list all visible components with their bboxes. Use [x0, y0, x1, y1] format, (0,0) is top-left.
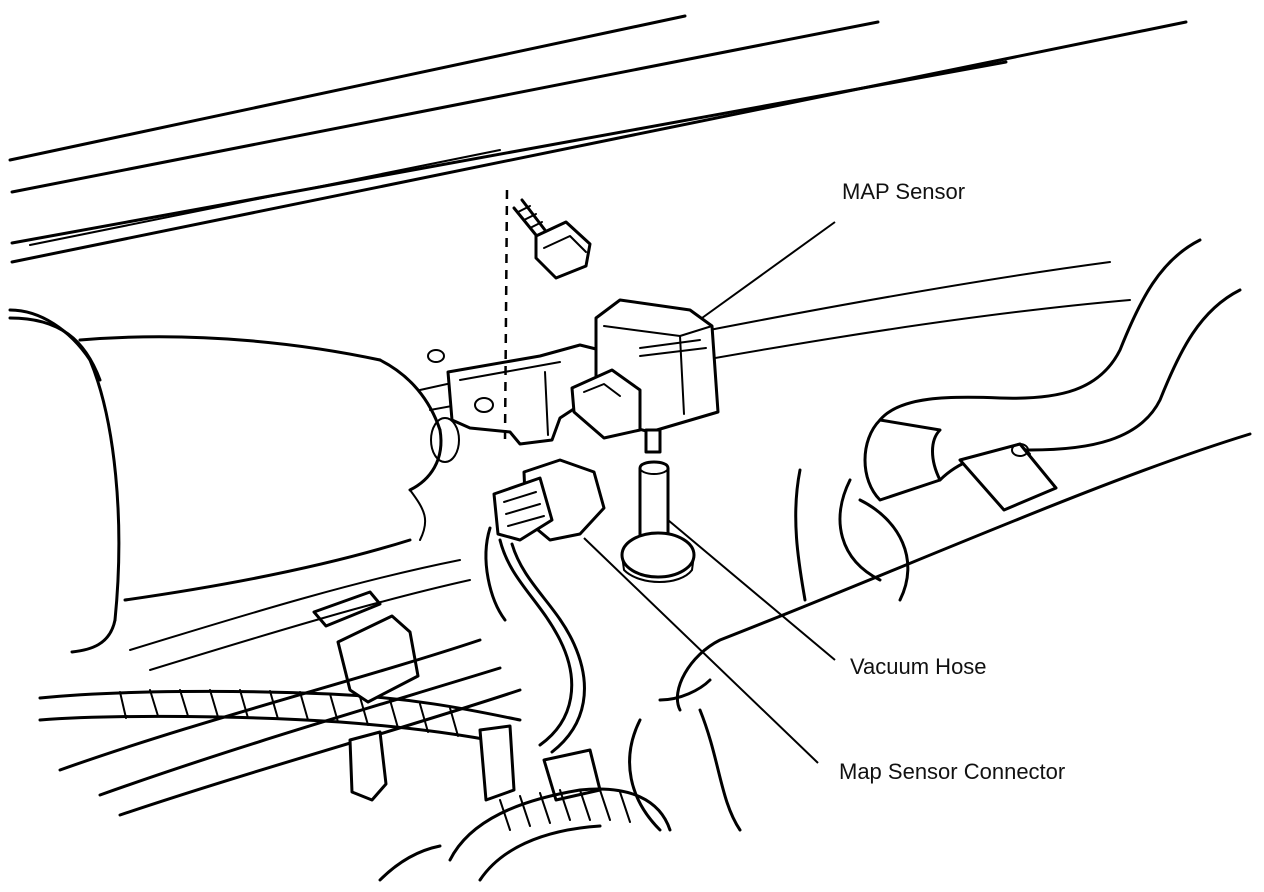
map-sensor-connector [484, 458, 606, 754]
vacuum-hose-label: Vacuum Hose [850, 654, 987, 679]
lower-fittings [348, 724, 672, 882]
wire-harness [38, 559, 522, 817]
map-sensor-label: MAP Sensor [842, 179, 966, 204]
throttle-body [8, 308, 460, 654]
leader-lines [583, 221, 836, 764]
sensor-bracket [427, 343, 602, 446]
mounting-bolt [503, 189, 592, 441]
map-sensor-connector-label: Map Sensor Connector [839, 759, 1066, 784]
map-sensor [570, 298, 720, 454]
vacuum-hose [620, 460, 696, 583]
coolant-hoses [628, 238, 1252, 832]
